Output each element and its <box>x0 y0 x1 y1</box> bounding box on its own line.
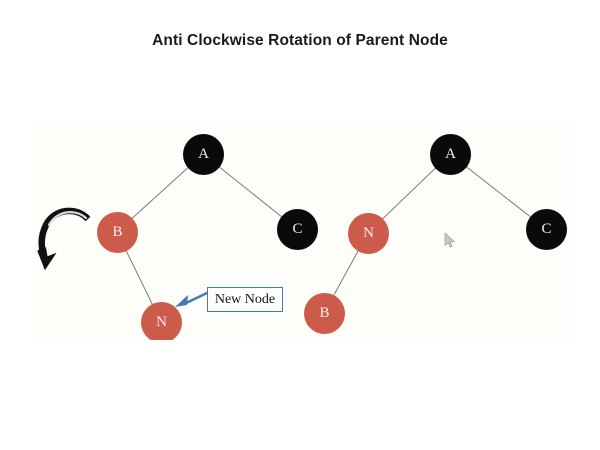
anticlockwise-rotation-arrow-icon <box>37 207 91 271</box>
left-tree-node-c[interactable]: C <box>277 209 318 250</box>
new-node-callout-box[interactable]: New Node <box>207 287 283 312</box>
right-tree-node-b[interactable]: B <box>304 293 345 334</box>
node-label: B <box>319 305 330 321</box>
right-tree-node-a[interactable]: A <box>430 134 471 175</box>
left-tree-node-n[interactable]: N <box>141 302 182 340</box>
node-label: A <box>445 146 456 162</box>
node-label: C <box>292 221 303 237</box>
diagram-panel: A B C N A N C B <box>33 120 570 340</box>
new-node-callout-arrow-icon <box>175 291 209 307</box>
node-label: A <box>198 146 209 162</box>
page-title: Anti Clockwise Rotation of Parent Node <box>152 32 448 49</box>
node-label: N <box>363 225 374 241</box>
mouse-cursor-icon <box>444 232 455 248</box>
node-label: B <box>112 224 123 240</box>
node-label: C <box>541 221 552 237</box>
right-tree-node-c[interactable]: C <box>526 209 567 250</box>
new-node-callout-label: New Node <box>214 291 276 307</box>
left-tree-node-b[interactable]: B <box>97 212 138 253</box>
right-tree-node-n[interactable]: N <box>348 213 389 254</box>
left-tree-node-a[interactable]: A <box>183 134 224 175</box>
node-label: N <box>156 314 167 330</box>
